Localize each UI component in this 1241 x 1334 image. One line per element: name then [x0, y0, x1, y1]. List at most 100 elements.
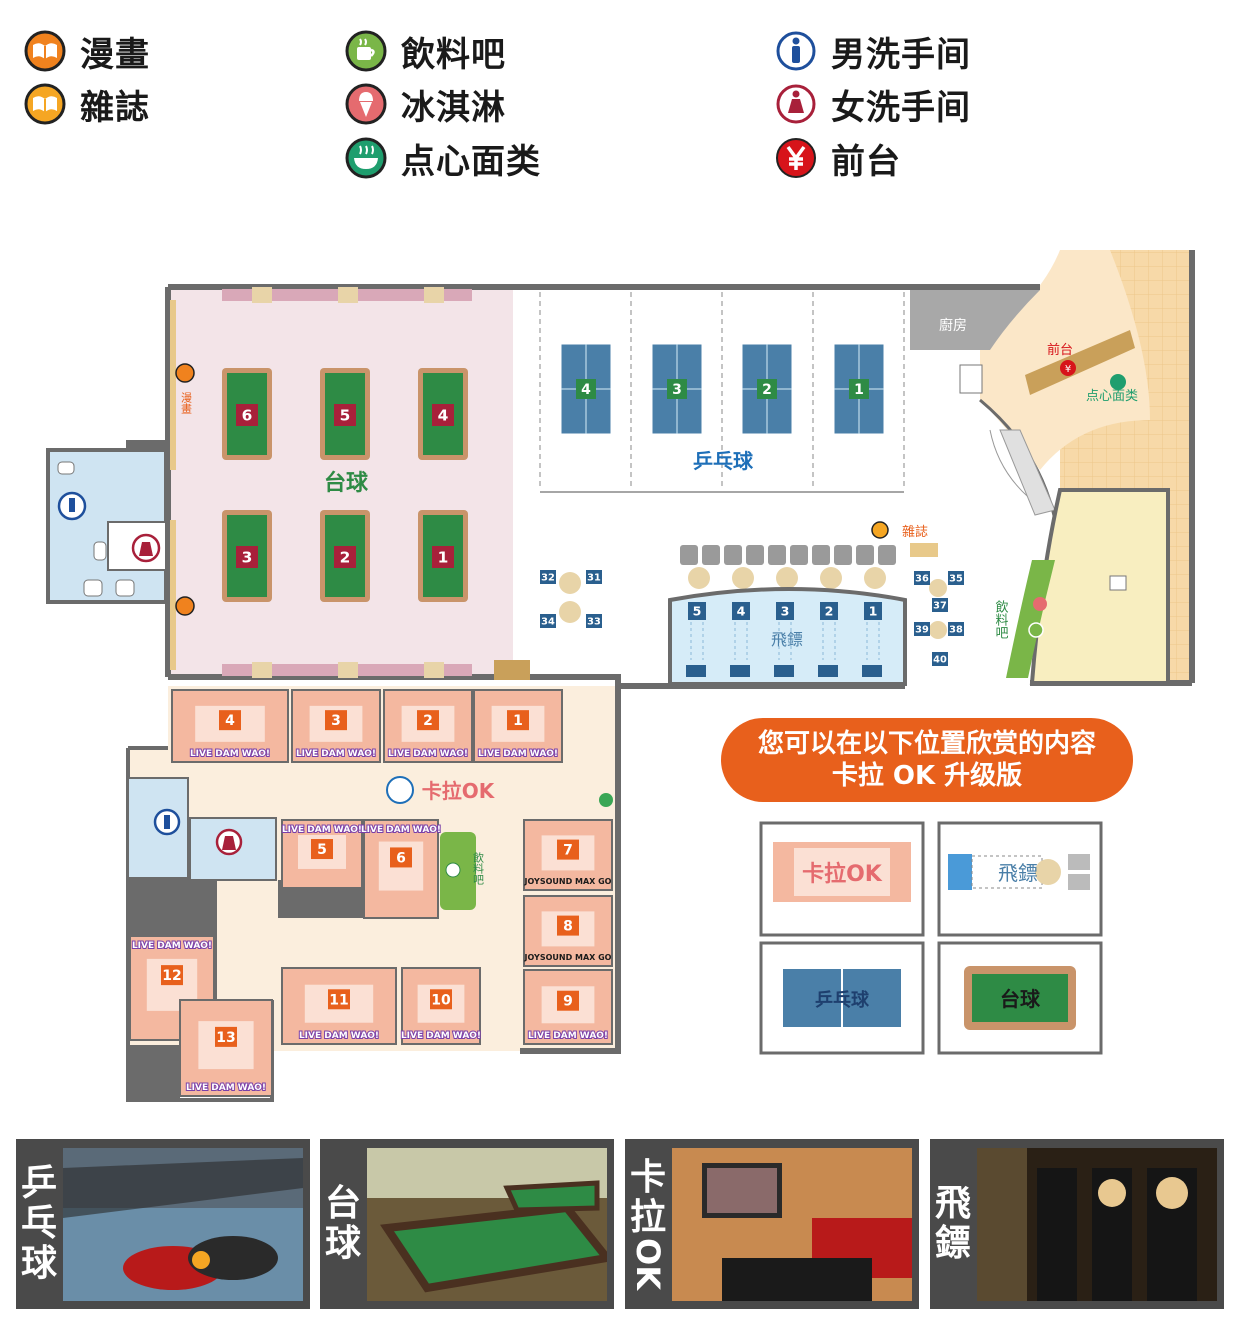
billiards-label: 台球: [324, 470, 369, 496]
photo-label: 台球: [324, 1183, 361, 1264]
drink-bar-icon: [345, 30, 387, 72]
dart-machine-number: [776, 602, 794, 620]
magazine-label: 雜誌: [902, 524, 928, 540]
banner-line-2: 卡拉 OK 升级版: [831, 761, 1023, 791]
karaoke-room-number-text: 1: [513, 713, 523, 729]
dart-machine-number: [688, 602, 706, 620]
karaoke-area-icon: [386, 776, 414, 804]
yen-icon: [1060, 360, 1076, 376]
live-dam-label: LIVE DAM WAO!: [299, 1031, 379, 1041]
bar-stool: [776, 567, 798, 589]
karaoke-room-number-text: 9: [563, 994, 573, 1010]
karaoke-room-number: [390, 847, 412, 868]
seat-number: [932, 652, 948, 666]
legend-label: 点心面类: [401, 141, 541, 182]
seat-number: [948, 622, 964, 636]
facility-key: 卡拉OK 飛鏢 乒乓球 台球: [759, 821, 1103, 1055]
bar-chair: [856, 545, 874, 565]
noodle-icon: [1110, 374, 1126, 390]
dart-board: [774, 665, 794, 677]
karaoke-room-number: [215, 1026, 237, 1047]
smoking-icon: [1109, 575, 1127, 591]
karaoke-room-number: [430, 989, 452, 1010]
bar-stool: [688, 567, 710, 589]
dart-board: [862, 665, 882, 677]
seat-number-text: 36: [915, 574, 929, 585]
legend-item-female-restroom: 女洗手间: [775, 82, 971, 128]
darts-label: 飛鏢: [771, 630, 803, 649]
billiard-table-number-text: 6: [242, 407, 253, 425]
billiard-table-number-text: 1: [438, 549, 449, 567]
legend-label: 女洗手间: [831, 87, 971, 128]
karaoke-room-number: [507, 710, 529, 731]
drink-bar-icon: [445, 862, 461, 878]
bar-chair: [680, 545, 698, 565]
dart-machine-number: [732, 602, 750, 620]
manga-icon: [24, 30, 66, 72]
seat-number: [914, 571, 930, 585]
karaoke-room-number: [557, 915, 579, 936]
photo-pingpong: 乒乓球: [16, 1139, 310, 1309]
karaoke-room-number: [311, 839, 333, 860]
seat-number: [914, 622, 930, 636]
billiard-table-number: [334, 546, 356, 568]
seat-number-text: 31: [587, 573, 601, 584]
live-dam-label: LIVE DAM WAO!: [190, 749, 270, 759]
live-dam-label: LIVE DAM WAO!: [296, 749, 376, 759]
icecream-drink-bar: [1006, 560, 1055, 678]
key-karaoke: 卡拉OK: [773, 842, 911, 902]
bar-stool: [864, 567, 886, 589]
dart-machine-number-text: 3: [781, 604, 790, 619]
photo-billiards: 台球: [320, 1139, 614, 1309]
billiard-table-number-text: 5: [340, 407, 351, 425]
billiard-table-number: [432, 404, 454, 426]
seat-number-text: 38: [949, 625, 963, 636]
karaoke-room-number: [417, 710, 439, 731]
billiard-table-number: [432, 546, 454, 568]
noodle-icon: [345, 137, 387, 179]
male-restroom-icon: [776, 31, 816, 71]
karaoke-label: 卡拉OK: [422, 779, 496, 803]
legend-label: 飲料吧: [401, 34, 506, 75]
billiard-table-number: [334, 404, 356, 426]
kitchen-label: 廚房: [939, 317, 967, 334]
seat-number-text: 32: [541, 573, 555, 584]
pingpong-table-number: [849, 379, 869, 399]
karaoke-room-number-text: 13: [216, 1030, 235, 1046]
dart-machine-number-text: 1: [869, 604, 878, 619]
pingpong-table-number: [576, 379, 596, 399]
billiards-photo: [367, 1148, 607, 1301]
key-billiards-label: 台球: [1000, 987, 1041, 1011]
key-pingpong-label: 乒乓球: [815, 990, 870, 1011]
manga-label: 漫畫: [180, 391, 193, 414]
drink-bar-label: 飲料吧: [472, 851, 485, 885]
seat-number: [948, 571, 964, 585]
pingpong-label: 乒乓球: [693, 449, 754, 473]
karaoke-photo: [672, 1148, 912, 1301]
svg-text:¥: ¥: [1065, 364, 1071, 375]
live-dam-label: LIVE DAM WAO!: [528, 1031, 608, 1041]
seat-number-text: 33: [587, 617, 601, 628]
bar-stool: [820, 567, 842, 589]
live-dam-label: LIVE DAM WAO!: [478, 749, 558, 759]
live-dam-label: LIVE DAM WAO!: [186, 1083, 266, 1093]
bar-chair: [834, 545, 852, 565]
yen-icon: [776, 138, 816, 178]
karaoke-room-number-text: 6: [396, 850, 406, 866]
icecream-bar-label: 飲料吧: [993, 599, 1009, 639]
bar-chair: [790, 545, 808, 565]
